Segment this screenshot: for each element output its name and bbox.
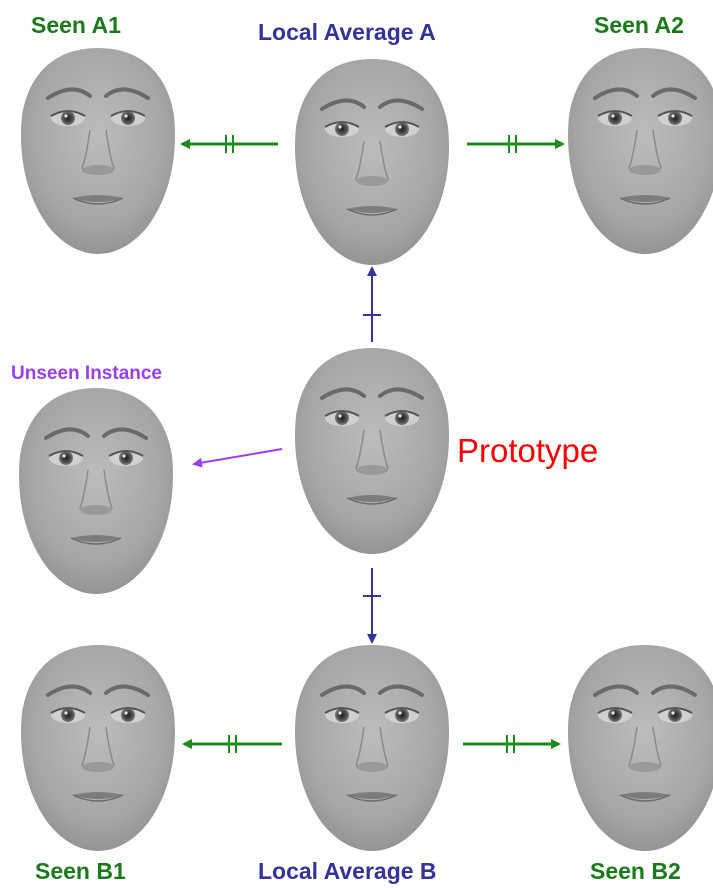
seen-a2-label: Seen A2 [594,12,684,38]
local-average-a-label: Local Average A [258,19,436,45]
local-average-b-label: Local Average B [258,858,437,884]
face-local-average-a [292,57,452,267]
arrow-prototype-to-unseen [192,448,283,468]
face-seen-b2 [565,643,713,853]
arrow-la-to-seen-a1 [180,135,278,153]
arrow-prototype-to-lb [363,568,381,644]
prototype-label: Prototype [457,432,599,469]
unseen-instance-label: Unseen Instance [11,363,162,384]
face-seen-a2 [565,46,713,256]
face-local-average-b [292,643,452,853]
arrow-lb-to-seen-b1 [182,735,282,753]
arrow-lb-to-seen-b2 [463,735,561,753]
seen-a1-label: Seen A1 [31,12,121,38]
face-prototype [292,346,452,556]
arrow-la-to-seen-a2 [467,135,565,153]
face-seen-b1 [18,643,178,853]
arrow-prototype-to-la [363,266,381,342]
seen-b2-label: Seen B2 [590,858,681,884]
face-unseen-instance [16,386,176,596]
face-seen-a1 [18,46,178,256]
seen-b1-label: Seen B1 [35,858,126,884]
